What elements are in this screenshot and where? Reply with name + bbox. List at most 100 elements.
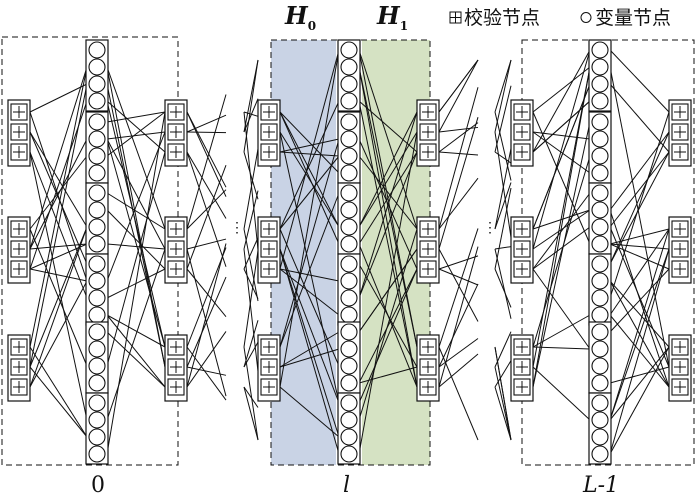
variable-node — [88, 218, 106, 236]
edge-line — [609, 228, 670, 421]
layer-0-label: 0 — [91, 473, 105, 498]
variable-node — [591, 428, 609, 446]
variable-node — [340, 374, 358, 392]
bridge-line — [438, 59, 479, 133]
h0-label: H0 — [284, 1, 316, 33]
edge-line — [609, 228, 670, 316]
bridge-line — [494, 131, 512, 238]
edge-line — [279, 192, 340, 348]
edge-line — [106, 314, 166, 348]
edge-line — [279, 111, 340, 245]
edge-line — [279, 248, 340, 404]
edge-line — [29, 243, 88, 250]
edge-line — [609, 280, 670, 388]
bridge-line — [494, 346, 512, 441]
variable-node-group — [588, 321, 612, 394]
edge-line — [106, 100, 166, 153]
bridge-line — [186, 131, 227, 134]
variable-node-group — [85, 39, 109, 112]
edge-line — [279, 348, 340, 368]
variable-node — [88, 411, 106, 429]
bridge-line — [494, 366, 512, 441]
bridge-line — [494, 386, 512, 441]
variable-node — [88, 75, 106, 93]
bridge-line — [186, 346, 227, 401]
edge-line — [532, 66, 591, 368]
variable-node-group — [588, 392, 612, 465]
bridge-line — [243, 151, 259, 200]
edge-line — [609, 228, 670, 245]
edge-line — [532, 49, 591, 250]
variable-node-group — [588, 253, 612, 326]
variable-node — [340, 41, 358, 59]
edge-line — [279, 248, 340, 455]
edge-line — [279, 111, 340, 228]
bridge-line — [438, 59, 479, 113]
edge-line — [532, 49, 591, 153]
check-node-group — [164, 216, 188, 284]
bridge-line — [186, 243, 227, 388]
check-node-group — [7, 334, 31, 402]
variable-node — [340, 184, 358, 202]
edge-line — [279, 248, 340, 438]
edge-line — [29, 66, 88, 348]
edge-line — [29, 66, 88, 250]
bridge-line — [243, 59, 259, 153]
bridge-line — [494, 360, 512, 388]
bridge-line — [186, 111, 227, 197]
bridge-line — [186, 331, 227, 388]
bridge-line — [438, 346, 479, 441]
bridge-line — [438, 87, 479, 230]
edge-line — [279, 386, 340, 438]
check-node-group — [668, 334, 692, 402]
legend-check-text: 校验节点 — [464, 7, 540, 29]
variable-node — [340, 340, 358, 358]
bridge-line — [494, 148, 512, 230]
bridge-line — [186, 366, 227, 376]
variable-node — [340, 411, 358, 429]
bridge-line — [494, 187, 512, 270]
edge-line — [29, 83, 88, 368]
bridge-line — [438, 151, 479, 156]
variable-node-group — [337, 39, 361, 112]
variable-node — [88, 113, 106, 131]
edge-line — [358, 138, 418, 270]
variable-node — [591, 164, 609, 182]
edge-layer — [29, 49, 670, 455]
bridge-line — [438, 353, 479, 388]
edge-line — [106, 151, 166, 367]
bridge-line — [243, 59, 259, 133]
edge-line — [106, 314, 166, 388]
bridge-line — [186, 165, 227, 270]
edge-line — [29, 226, 88, 388]
edge-line — [609, 243, 670, 250]
bridge-line — [494, 59, 512, 113]
variable-node — [340, 113, 358, 131]
bridge-line — [438, 122, 479, 153]
variable-node — [88, 164, 106, 182]
variable-node — [591, 272, 609, 290]
variable-node-group — [337, 321, 361, 394]
variable-node — [340, 272, 358, 290]
variable-node — [591, 323, 609, 341]
edge-line — [532, 268, 591, 350]
edge-line — [358, 366, 418, 384]
variable-node-icon — [580, 12, 592, 23]
bridge-line — [243, 237, 259, 270]
variable-node — [340, 92, 358, 110]
variable-node — [340, 235, 358, 253]
layer-L-1-label: L-1 — [582, 473, 619, 498]
edge-line — [279, 268, 340, 316]
check-node-group — [257, 99, 281, 167]
variable-node — [591, 394, 609, 412]
variable-node-group — [588, 182, 612, 255]
variable-node — [340, 201, 358, 219]
edge-line — [358, 228, 418, 421]
edge-line — [106, 192, 166, 230]
edge-line — [279, 268, 340, 282]
edge-line — [358, 243, 418, 388]
edge-line — [279, 138, 340, 153]
node-layer — [7, 39, 692, 465]
edge-line — [29, 280, 88, 388]
edge-line — [106, 248, 166, 421]
